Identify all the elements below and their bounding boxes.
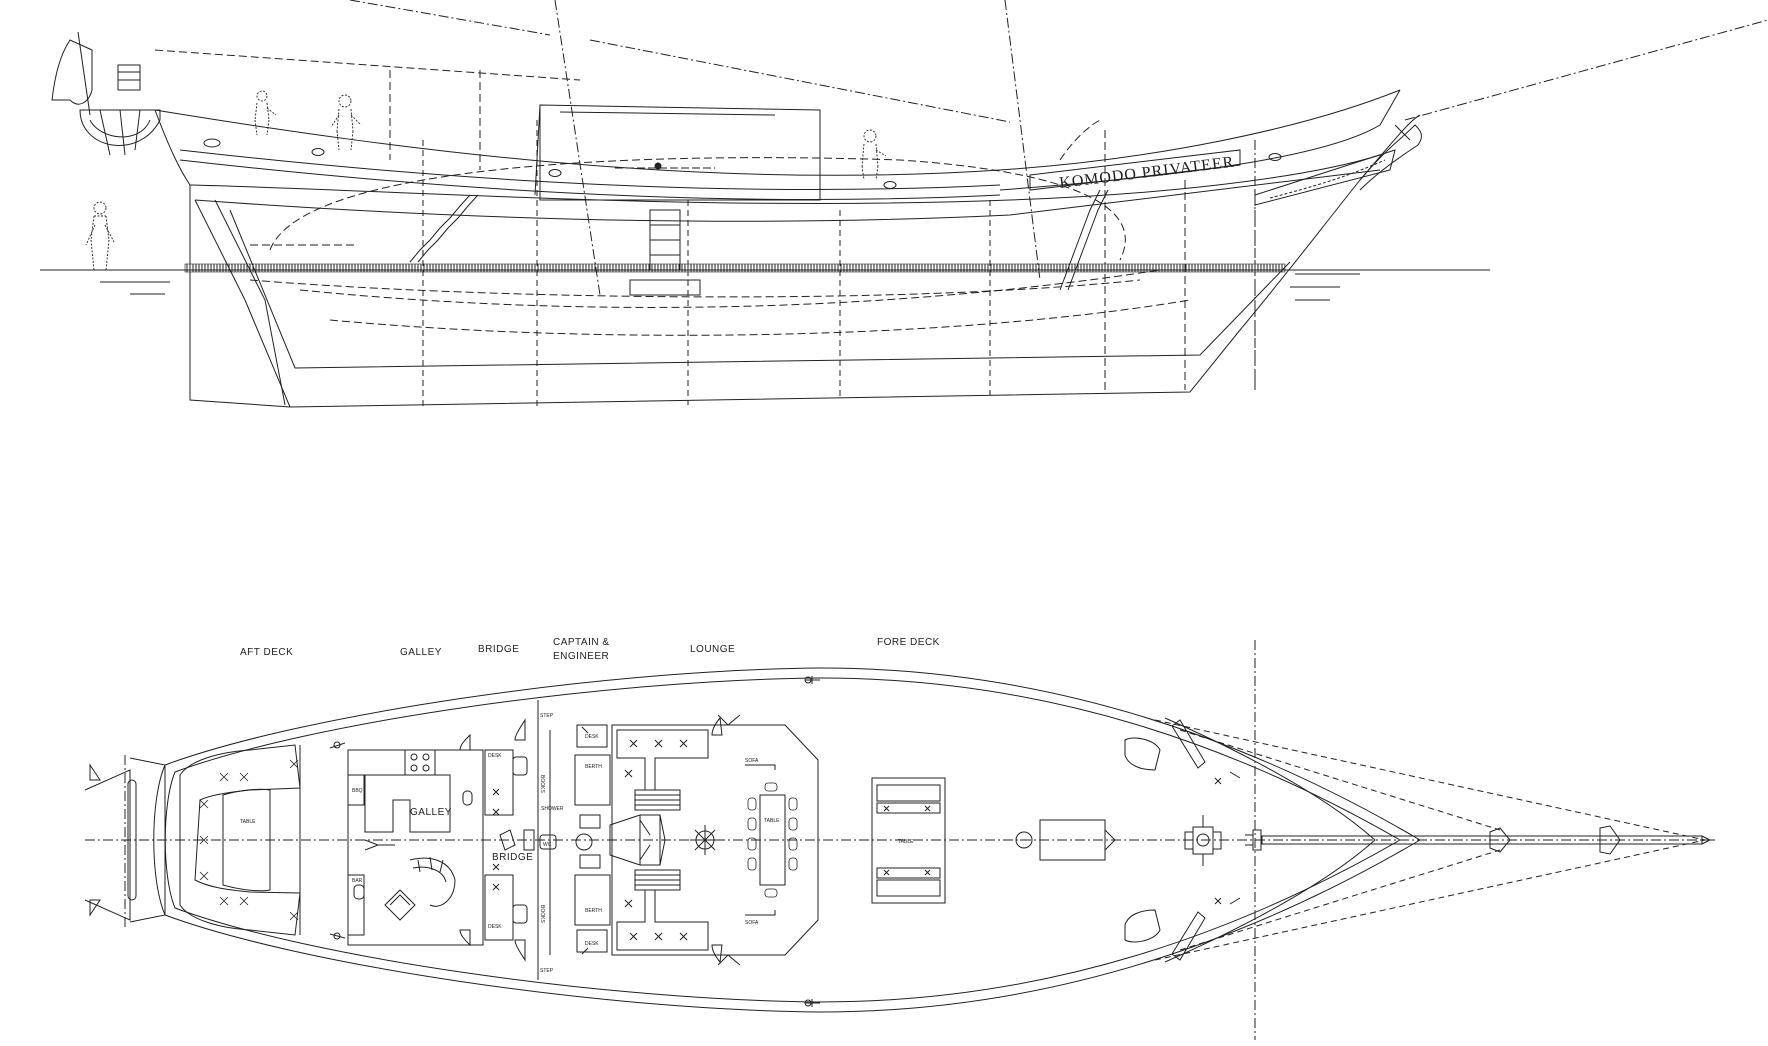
helm	[523, 829, 535, 851]
deckhouse	[539, 104, 821, 201]
person-figure	[861, 129, 887, 181]
fore-deck-seating: TABLE	[871, 777, 946, 904]
person-figure	[85, 201, 115, 271]
rigging-lines	[154, 0, 1768, 296]
dinghy-davit	[79, 109, 161, 146]
galley: GALLEY BBQ BAR	[347, 749, 484, 946]
lounge-table-label: TABLE	[764, 818, 780, 824]
seat-crosses	[199, 759, 299, 921]
flag	[51, 39, 93, 105]
crew-cabins: STEP STEP BOOKS BOOKS BERTH BERTH DESK D…	[537, 700, 611, 980]
wc-label: WC	[543, 842, 552, 848]
fore-deck-fittings	[1015, 719, 1712, 961]
helm-hatch	[384, 889, 416, 921]
step-lower-label: STEP	[540, 968, 554, 974]
deck-outline	[153, 667, 1421, 1013]
bitts	[1252, 829, 1262, 851]
berth-upper-label: BERTH	[585, 764, 602, 770]
bridge: DESK DESK BRIDGE	[484, 749, 535, 941]
bowsprit	[1261, 835, 1703, 845]
aft-deck-seating: TABLE	[179, 744, 301, 936]
shower-label: SHOWER	[541, 806, 564, 812]
bbq-label: BBQ	[352, 788, 363, 794]
sofa-lower-label: SOFA	[745, 920, 759, 926]
label-bridge: BRIDGE	[478, 644, 519, 655]
profile-stairs	[409, 162, 1109, 296]
hull-outline	[154, 109, 1421, 408]
person-figure	[330, 94, 362, 151]
name-board	[1029, 149, 1241, 191]
label-aft-deck: AFT DECK	[240, 647, 293, 658]
person-figure	[254, 90, 277, 136]
lounge-table	[759, 794, 786, 886]
aft-gangway	[127, 779, 137, 901]
label-galley: GALLEY	[400, 647, 442, 658]
interior-dashed-lines	[249, 70, 1191, 390]
bar-label: BAR	[352, 878, 363, 884]
plan-view: AFT DECK GALLEY BRIDGE CAPTAIN & ENGINEE…	[84, 637, 1715, 1040]
books-lower-label: BOOKS	[539, 905, 545, 923]
stern-fittings	[51, 31, 161, 156]
bridge-label: BRIDGE	[492, 852, 533, 863]
bowsprit-profile	[1394, 124, 1411, 141]
desk-lower-label: DESK	[488, 924, 502, 930]
deck-hatch	[1039, 819, 1106, 861]
lounge: SOFA SOFA TABLE	[609, 714, 819, 966]
step-upper-label: STEP	[540, 713, 554, 719]
rail-cleats	[329, 676, 820, 1007]
label-fore-deck: FORE DECK	[877, 637, 940, 648]
stove	[404, 749, 436, 776]
label-engineer: ENGINEER	[553, 651, 609, 662]
station-lines	[422, 120, 1256, 410]
stern-lantern	[117, 64, 141, 91]
windlass	[1184, 815, 1222, 866]
books-upper-label: BOOKS	[539, 775, 545, 793]
aft-table-label: TABLE	[240, 819, 256, 825]
label-lounge: LOUNGE	[690, 644, 735, 655]
profile-view: KOMODO PRIVATEER	[40, 0, 1768, 410]
berth-lower-label: BERTH	[585, 908, 602, 914]
desk-cap-upper-label: DESK	[585, 734, 599, 740]
fore-table-label: TABLE	[898, 839, 914, 845]
human-figures	[85, 90, 887, 271]
desk-cap-lower-label: DESK	[585, 941, 599, 947]
sofa-area	[745, 764, 776, 916]
door-swings	[459, 716, 723, 964]
label-captain: CAPTAIN &	[553, 637, 610, 648]
boot-stripe	[184, 263, 1286, 273]
sofa-upper-label: SOFA	[745, 758, 759, 764]
spiral-stair	[409, 857, 456, 907]
desk-upper-label: DESK	[488, 753, 502, 759]
galley-label: GALLEY	[410, 807, 452, 818]
